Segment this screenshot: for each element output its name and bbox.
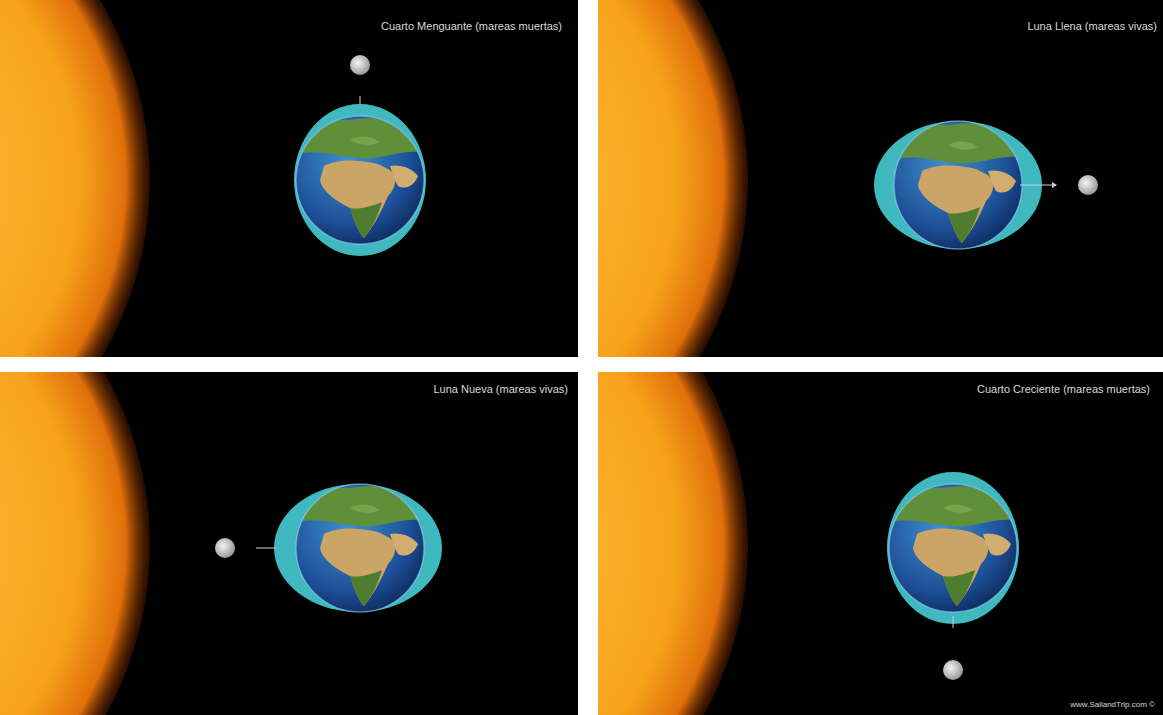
- phase-label-box: Luna Llena (mareas vivas): [1027, 20, 1157, 32]
- phase-label: Luna Nueva (mareas vivas): [433, 383, 568, 395]
- phase-label-box: Cuarto Creciente (mareas muertas): [977, 383, 1150, 395]
- phase-label: Luna Llena (mareas vivas): [1027, 20, 1157, 32]
- phase-label-box: Luna Nueva (mareas vivas): [433, 383, 568, 395]
- phase-label: Cuarto Menguante (mareas muertas): [381, 20, 562, 32]
- phase-label-box: Cuarto Menguante (mareas muertas): [381, 20, 562, 32]
- watermark: www.SailandTrip.com ©: [1070, 700, 1155, 709]
- watermark-box: www.SailandTrip.com ©: [1070, 700, 1155, 709]
- phase-label: Cuarto Creciente (mareas muertas): [977, 383, 1150, 395]
